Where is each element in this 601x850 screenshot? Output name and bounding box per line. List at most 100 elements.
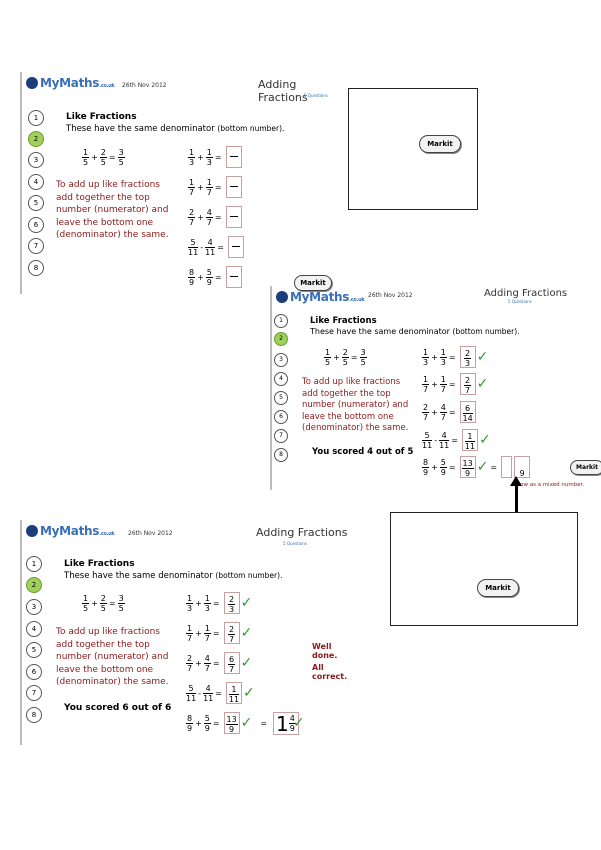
header: MyMaths.co.uk 26th Nov 2012 Adding Fract…	[22, 520, 357, 546]
page-subtitle: 5 Questions	[304, 93, 328, 98]
check-icon: ✓	[476, 459, 489, 475]
check-icon: ✓	[240, 655, 253, 671]
mymaths-logo: MyMaths.co.uk	[26, 76, 115, 90]
lesson-description: These have the same denominator (bottom …	[310, 327, 520, 336]
date-label: 26th Nov 2012	[122, 82, 167, 89]
arrow-up-icon	[510, 476, 522, 486]
nav-question-7[interactable]: 7	[274, 429, 288, 443]
date-label: 26th Nov 2012	[368, 292, 413, 299]
nav-question-7[interactable]: 7	[26, 685, 42, 701]
header: MyMaths.co.uk 26th Nov 2012 Adding Fract…	[272, 286, 601, 312]
nav-question-8[interactable]: 8	[274, 448, 288, 462]
markit-button[interactable]: Markit	[294, 275, 332, 291]
nav-question-3[interactable]: 3	[28, 152, 44, 168]
nav-question-1[interactable]: 1	[28, 110, 44, 126]
nav-question-4[interactable]: 4	[26, 621, 42, 637]
nav-question-2[interactable]: 2	[274, 332, 288, 346]
lesson-description: These have the same denominator (bottom …	[66, 124, 285, 134]
lesson-heading: Like Fractions	[66, 112, 137, 122]
markit-button[interactable]: Markit	[419, 135, 461, 153]
nav-question-2[interactable]: 2	[26, 577, 42, 593]
nav-question-4[interactable]: 4	[274, 372, 288, 386]
mixed-whole-input[interactable]	[501, 456, 513, 478]
nav-question-5[interactable]: 5	[28, 195, 44, 211]
header: MyMaths.co.uk 26th Nov 2012 Adding Fract…	[22, 72, 344, 104]
nav-question-8[interactable]: 8	[28, 260, 44, 276]
nav-question-2[interactable]: 2	[28, 131, 44, 147]
check-icon: ✓	[476, 349, 489, 365]
feedback-all-correct: All correct.	[312, 663, 348, 681]
check-icon: ✓	[240, 715, 253, 732]
nav-question-1[interactable]: 1	[274, 314, 288, 328]
nav-question-6[interactable]: 6	[26, 664, 42, 680]
globe-icon	[26, 525, 38, 537]
nav-question-7[interactable]: 7	[28, 238, 44, 254]
lesson-heading: Like Fractions	[310, 316, 377, 326]
feedback-well-done: Well done.	[312, 642, 338, 660]
nav-question-5[interactable]: 5	[274, 391, 288, 405]
nav-question-6[interactable]: 6	[274, 410, 288, 424]
mymaths-logo: MyMaths.co.uk	[276, 290, 365, 304]
check-icon: ✓	[478, 432, 491, 448]
check-icon: ✓	[240, 595, 253, 611]
nav-question-1[interactable]: 1	[26, 556, 42, 572]
nav-question-5[interactable]: 5	[26, 642, 42, 658]
screenshot-panel-3: MyMaths.co.uk 26th Nov 2012 Adding Fract…	[20, 520, 357, 745]
nav-question-6[interactable]: 6	[28, 217, 44, 233]
mixed-fraction-input[interactable]: 9	[514, 456, 531, 478]
answer-input-4[interactable]	[227, 236, 244, 258]
check-icon: ✓	[242, 685, 255, 701]
markit-button[interactable]: Markit	[570, 460, 601, 475]
answer-input-2[interactable]	[225, 176, 242, 198]
answer-input-1[interactable]	[225, 146, 242, 168]
check-icon: ✓	[240, 625, 253, 641]
mixed-number-prompt: Now as a mixed number.	[516, 482, 585, 488]
nav-question-3[interactable]: 3	[26, 599, 42, 615]
nav-question-3[interactable]: 3	[274, 353, 288, 367]
answer-input-5[interactable]	[225, 266, 242, 288]
score-text: You scored 6 out of 6	[64, 703, 172, 713]
markit-button[interactable]: Markit	[477, 579, 519, 597]
lesson-heading: Like Fractions	[64, 559, 135, 569]
globe-icon	[276, 291, 288, 303]
mymaths-logo: MyMaths.co.uk	[26, 524, 115, 538]
page-title: Adding Fractions	[484, 288, 568, 299]
screenshot-panel-2: Markit MyMaths.co.uk 26th Nov 2012 Addin…	[270, 275, 601, 490]
page-subtitle: 5 Questions	[283, 541, 307, 546]
markit-callout-2: Markit	[390, 512, 578, 626]
nav-question-8[interactable]: 8	[26, 707, 42, 723]
globe-icon	[26, 77, 38, 89]
page-subtitle: 5 Questions	[508, 299, 532, 304]
nav-question-4[interactable]: 4	[28, 174, 44, 190]
answer-input-3[interactable]	[225, 206, 242, 228]
